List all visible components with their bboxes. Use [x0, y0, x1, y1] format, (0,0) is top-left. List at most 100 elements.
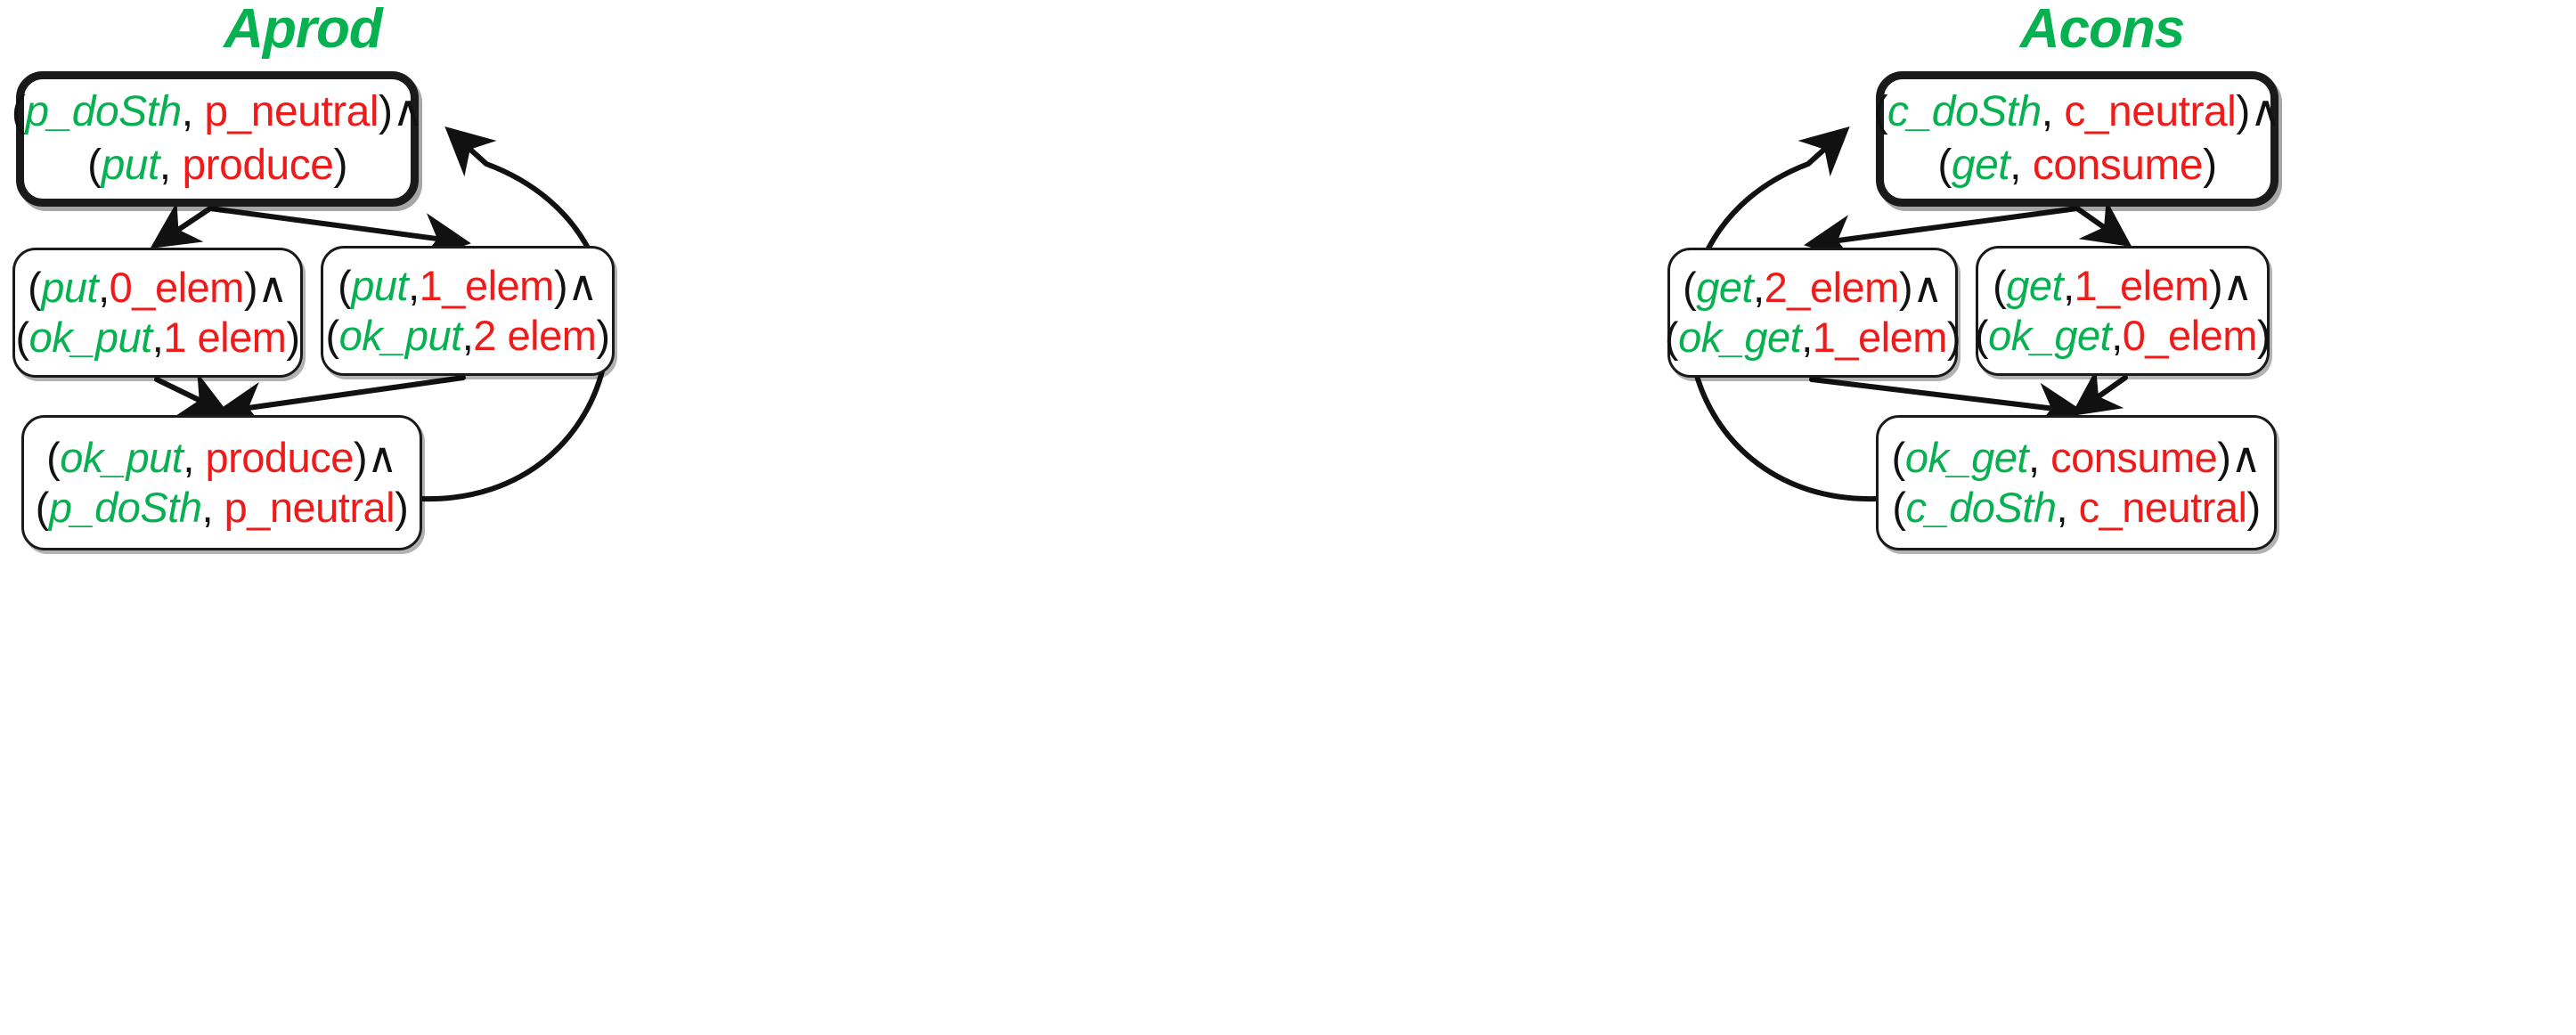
token-action: p_doSth	[25, 88, 182, 135]
state-node-p3[interactable]: (ok_put, produce)∧(p_doSth, p_neutral)	[21, 415, 422, 550]
token-punct: ,	[159, 142, 183, 189]
token-state: 2_elem	[1764, 264, 1900, 311]
token-state: 1 elem	[163, 314, 287, 361]
token-action: ok_put	[60, 434, 183, 481]
token-state: p_neutral	[224, 484, 395, 531]
token-punct: ,	[461, 312, 474, 359]
state-label-line: (ok_put,2 elem)	[325, 311, 610, 361]
edge-c0-to-c2	[2075, 200, 2132, 248]
token-punct: (	[11, 88, 26, 135]
token-state: 1_elem	[419, 262, 555, 309]
token-punct: (	[28, 264, 42, 311]
token-punct: )	[1946, 314, 1961, 361]
edge-p1-to-p3	[154, 372, 231, 416]
state-label-line: (c_doSth, c_neutral)∧	[1874, 86, 2281, 139]
token-punct: ,	[2009, 142, 2033, 189]
token-punct: )∧	[243, 264, 289, 311]
state-label-line: (ok_get,1_elem)	[1665, 313, 1961, 363]
token-state: consume	[2050, 434, 2218, 481]
state-label-line: (put, produce)	[87, 139, 347, 192]
token-action: ok_get	[1678, 314, 1802, 361]
token-punct: )∧	[353, 434, 398, 481]
token-punct: )	[2256, 312, 2271, 359]
token-punct: (	[15, 314, 29, 361]
token-action: put	[101, 142, 160, 189]
edge-p0-to-p2	[208, 206, 471, 261]
token-punct: ,	[2111, 312, 2123, 359]
state-node-p1[interactable]: (put,0_elem)∧(ok_put,1 elem)	[12, 248, 303, 378]
token-action: p_doSth	[48, 484, 202, 531]
state-label-line: (ok_put, produce)∧	[46, 433, 397, 483]
token-punct: ,	[2041, 88, 2065, 135]
token-state: 0_elem	[109, 264, 245, 311]
state-label-line: (ok_get,0_elem)	[1975, 311, 2271, 361]
token-action: c_doSth	[1887, 88, 2042, 135]
state-label-line: (get,2_elem)∧	[1683, 263, 1943, 313]
state-node-p0[interactable]: (p_doSth, p_neutral)∧(put, produce)	[12, 71, 424, 207]
token-punct: )∧	[379, 88, 424, 135]
token-punct: )	[2203, 142, 2217, 189]
state-node-c1[interactable]: (get,2_elem)∧(ok_get,1_elem)	[1665, 248, 1961, 378]
token-action: put	[41, 264, 99, 311]
token-action: ok_put	[338, 312, 463, 359]
state-label-line: (c_doSth, c_neutral)	[1892, 483, 2261, 533]
token-punct: )∧	[2236, 88, 2281, 135]
token-state: c_neutral	[2078, 484, 2247, 531]
token-action: ok_get	[1904, 434, 2029, 481]
token-state: 1_elem	[1812, 314, 1948, 361]
token-punct: (	[338, 262, 352, 309]
token-state: 0_elem	[2122, 312, 2258, 359]
edge-p0-to-p1	[150, 201, 213, 249]
token-punct: (	[1891, 434, 1906, 481]
token-punct: )	[286, 314, 300, 361]
state-label-line: (p_doSth, p_neutral)∧	[11, 86, 424, 139]
token-state: 1_elem	[2074, 262, 2210, 309]
token-state: produce	[182, 142, 334, 189]
token-punct: ,	[183, 434, 206, 481]
token-state: produce	[205, 434, 354, 481]
panel-title-aprod: Aprod	[224, 0, 383, 60]
token-action: ok_get	[1988, 312, 2112, 359]
token-action: ok_put	[29, 314, 153, 361]
token-punct: ,	[181, 88, 205, 135]
token-punct: ,	[408, 262, 420, 309]
state-label-line: (get, consume)	[1937, 139, 2217, 192]
token-punct: (	[1937, 142, 1952, 189]
token-punct: ,	[1753, 264, 1765, 311]
token-punct: ,	[2027, 434, 2051, 481]
edge-c1-to-c3	[1809, 377, 2085, 431]
token-punct: (	[1892, 484, 1906, 531]
token-punct: )	[2246, 484, 2261, 531]
token-punct: )∧	[553, 262, 599, 309]
panel-title-acons: Acons	[2019, 0, 2185, 60]
token-punct: (	[1683, 264, 1697, 311]
state-node-c0[interactable]: (c_doSth, c_neutral)∧(get, consume)	[1874, 71, 2281, 207]
token-action: get	[2006, 262, 2064, 309]
state-node-c3[interactable]: (ok_get, consume)∧(c_doSth, c_neutral)	[1876, 415, 2277, 550]
state-label-line: (p_doSth, p_neutral)	[36, 483, 409, 533]
token-punct: ,	[2063, 262, 2075, 309]
token-action: get	[1951, 142, 2010, 189]
state-node-p2[interactable]: (put,1_elem)∧(ok_put,2 elem)	[321, 246, 615, 376]
token-punct: (	[325, 312, 339, 359]
token-punct: ,	[1801, 314, 1813, 361]
token-punct: (	[1993, 262, 2007, 309]
token-state: consume	[2032, 142, 2204, 189]
edge-p2-to-p3	[215, 375, 466, 430]
token-state: c_neutral	[2064, 88, 2237, 135]
state-label-line: (put,0_elem)∧	[28, 263, 288, 313]
token-punct: (	[1664, 314, 1679, 361]
token-punct: ,	[98, 264, 110, 311]
state-label-line: (ok_get, consume)∧	[1892, 433, 2262, 483]
state-label-line: (put,1_elem)∧	[338, 261, 598, 311]
state-node-c2[interactable]: (get,1_elem)∧(ok_get,0_elem)	[1975, 246, 2271, 376]
token-punct: )	[596, 312, 610, 359]
token-state: 2 elem	[473, 312, 597, 359]
token-punct: )∧	[2217, 434, 2262, 481]
token-punct: (	[35, 484, 50, 531]
state-label-line: (get,1_elem)∧	[1993, 261, 2253, 311]
token-punct: ,	[151, 314, 164, 361]
token-action: c_doSth	[1905, 484, 2057, 531]
token-action: get	[1696, 264, 1754, 311]
